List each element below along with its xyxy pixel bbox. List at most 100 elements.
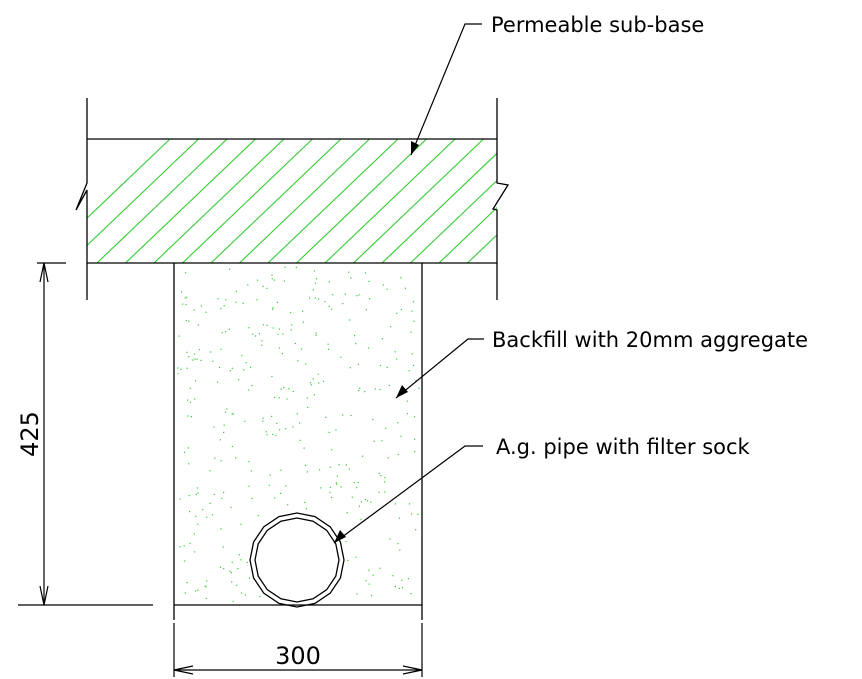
aggregate-dot bbox=[177, 367, 179, 369]
aggregate-dot bbox=[261, 344, 263, 346]
aggregate-dot bbox=[394, 351, 396, 353]
aggregate-dot bbox=[188, 320, 190, 322]
aggregate-dot bbox=[224, 411, 227, 413]
aggregate-dot bbox=[283, 280, 285, 282]
aggregate-dot bbox=[188, 463, 190, 465]
aggregate-dot bbox=[186, 296, 188, 298]
aggregate-dot bbox=[387, 457, 389, 459]
aggregate-dot bbox=[410, 331, 412, 333]
aggregate-dot bbox=[357, 481, 359, 484]
aggregate-dot bbox=[276, 301, 279, 303]
pipe-leader-arrow bbox=[334, 530, 346, 543]
aggregate-dot bbox=[204, 585, 206, 587]
aggregate-dot bbox=[278, 397, 280, 399]
aggregate-dot bbox=[388, 384, 390, 386]
aggregate-dot bbox=[319, 469, 321, 471]
aggregate-dot bbox=[348, 468, 350, 470]
pipe-callout: A.g. pipe with filter sock bbox=[333, 435, 751, 544]
aggregate-dot bbox=[342, 303, 344, 305]
hatch-line bbox=[153, 139, 285, 263]
aggregate-dot bbox=[353, 482, 355, 484]
aggregate-dot bbox=[178, 335, 180, 337]
aggregate-dot bbox=[220, 460, 222, 462]
aggregate-dot bbox=[392, 575, 394, 577]
aggregate-dot bbox=[381, 338, 383, 340]
aggregate-dot bbox=[336, 475, 338, 477]
aggregate-dot bbox=[331, 308, 333, 310]
aggregate-dot bbox=[223, 568, 225, 570]
aggregate-dot bbox=[186, 367, 188, 369]
aggregate-dot bbox=[224, 331, 227, 333]
aggregate-dot bbox=[288, 388, 290, 390]
aggregate-dot bbox=[238, 554, 240, 556]
aggregate-dot bbox=[356, 593, 358, 595]
aggregate-stipple bbox=[177, 266, 420, 602]
pipe-leader bbox=[333, 445, 483, 544]
aggregate-dot bbox=[295, 266, 297, 269]
aggregate-dot bbox=[370, 501, 372, 503]
aggregate-dot bbox=[180, 368, 182, 370]
aggregate-dot bbox=[266, 287, 268, 289]
aggregate-dot bbox=[350, 414, 352, 417]
aggregate-dot bbox=[292, 390, 294, 392]
depth-dimension: 425 bbox=[16, 262, 153, 606]
aggregate-dot bbox=[400, 308, 402, 311]
sub-base-label: Permeable sub-base bbox=[491, 13, 704, 37]
aggregate-dot bbox=[220, 348, 222, 350]
aggregate-dot bbox=[367, 500, 369, 502]
aggregate-dot bbox=[396, 312, 398, 314]
aggregate-dot bbox=[193, 353, 196, 355]
aggregate-dot bbox=[407, 578, 409, 580]
aggregate-dot bbox=[189, 542, 191, 544]
aggregate-dot bbox=[193, 309, 195, 311]
aggregate-dot bbox=[220, 528, 222, 530]
aggregate-dot bbox=[236, 584, 238, 586]
aggregate-dot bbox=[380, 475, 382, 477]
aggregate-dot bbox=[330, 496, 333, 499]
depth-dimension-text: 425 bbox=[16, 411, 44, 457]
aggregate-dot bbox=[183, 545, 185, 547]
aggregate-dot bbox=[185, 304, 187, 306]
aggregate-dot bbox=[345, 464, 347, 466]
hatch-line bbox=[87, 139, 199, 247]
aggregate-dot bbox=[364, 391, 366, 393]
aggregate-dot bbox=[274, 497, 276, 499]
aggregate-dot bbox=[248, 577, 250, 579]
aggregate-dot bbox=[272, 307, 274, 309]
backfill-leader bbox=[395, 338, 484, 399]
aggregate-dot bbox=[184, 297, 186, 299]
aggregate-dot bbox=[213, 493, 215, 495]
aggregate-dot bbox=[372, 574, 374, 576]
aggregate-dot bbox=[205, 311, 207, 313]
aggregate-dot bbox=[197, 492, 199, 494]
aggregate-dot bbox=[196, 358, 198, 360]
aggregate-dot bbox=[237, 379, 240, 381]
aggregate-dot bbox=[212, 360, 214, 362]
aggregate-dot bbox=[325, 416, 327, 418]
width-arrow-right bbox=[402, 665, 423, 675]
aggregate-dot bbox=[261, 340, 263, 342]
aggregate-dot bbox=[231, 413, 233, 415]
aggregate-dot bbox=[365, 580, 367, 582]
aggregate-dot bbox=[214, 457, 216, 459]
aggregate-dot bbox=[386, 366, 388, 368]
aggregate-dot bbox=[327, 343, 329, 345]
aggregate-dot bbox=[294, 342, 296, 345]
aggregate-dot bbox=[230, 572, 232, 574]
width-dimension: 300 bbox=[173, 623, 423, 677]
aggregate-dot bbox=[266, 434, 268, 436]
aggregate-dot bbox=[265, 431, 267, 433]
hatch-line bbox=[182, 139, 313, 263]
aggregate-dot bbox=[368, 347, 370, 349]
sub-base-layer bbox=[75, 98, 510, 300]
aggregate-dot bbox=[193, 533, 195, 535]
aggregate-dot bbox=[360, 518, 362, 520]
aggregate-dot bbox=[413, 416, 416, 418]
aggregate-dot bbox=[262, 417, 264, 419]
aggregate-dot bbox=[223, 424, 225, 426]
aggregate-dot bbox=[302, 310, 304, 312]
aggregate-dot bbox=[373, 440, 375, 442]
aggregate-dot bbox=[223, 491, 225, 494]
hatch-line bbox=[239, 139, 370, 263]
